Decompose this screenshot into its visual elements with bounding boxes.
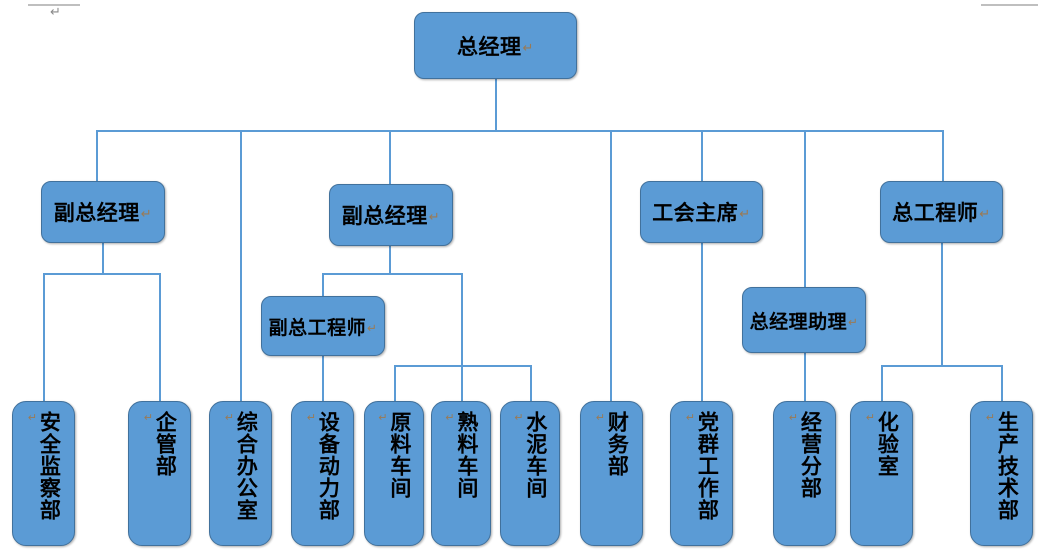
node-chief-engineer-label: 总工程师↵ — [892, 201, 991, 225]
connector-vp1-to-enterprise-mgmt — [159, 273, 161, 402]
node-safety-supervision-dept[interactable]: 安全监察部↵ — [12, 401, 75, 546]
node-production-technology-dept-label: 生产技术部↵ — [985, 411, 1020, 521]
node-party-work-dept[interactable]: 党群工作部↵ — [670, 401, 733, 546]
node-business-branch-label: 经营分部↵ — [788, 411, 823, 499]
node-union-chairman[interactable]: 工会主席↵ — [640, 181, 763, 243]
connector-union-chair-to-party-work — [701, 243, 703, 402]
node-enterprise-management-dept[interactable]: 企管部↵ — [128, 401, 191, 546]
connector-workshop-bus — [394, 365, 532, 367]
node-deputy-general-manager-1[interactable]: 副总经理↵ — [41, 181, 165, 243]
connector-bus-to-general-office — [240, 130, 242, 402]
connector-chief-engineer-bus — [881, 365, 1003, 367]
node-deputy-general-manager-2[interactable]: 副总经理↵ — [329, 184, 453, 246]
node-laboratory[interactable]: 化验室↵ — [850, 401, 913, 546]
connector-bus-to-union-chair — [701, 130, 703, 181]
connector-root-stem — [495, 78, 497, 132]
node-gm-assistant-label: 总经理助理↵ — [749, 311, 859, 333]
node-deputy-general-manager-2-label: 副总经理↵ — [341, 204, 441, 228]
connector-vp2-stem — [389, 246, 391, 274]
connector-bus-to-gm-assistant — [804, 130, 806, 287]
node-deputy-chief-engineer[interactable]: 副总工程师↵ — [261, 296, 385, 356]
node-general-manager-label: 总经理↵ — [457, 34, 534, 59]
connector-workshop-to-clinker — [461, 365, 463, 402]
node-gm-assistant[interactable]: 总经理助理↵ — [742, 287, 866, 353]
connector-gm-assistant-to-business-branch — [804, 353, 806, 402]
node-general-office[interactable]: 综合办公室↵ — [209, 401, 272, 546]
connector-vp1-stem — [102, 243, 104, 274]
connector-main-bus — [96, 130, 944, 132]
node-equipment-power-dept-label: 设备动力部↵ — [306, 411, 341, 521]
node-general-office-label: 综合办公室↵ — [224, 411, 259, 521]
stray-paragraph-mark: ↵ — [50, 5, 61, 20]
node-party-work-dept-label: 党群工作部↵ — [685, 411, 720, 521]
connector-vp2-to-deputy-chief-engineer — [322, 273, 324, 296]
node-deputy-chief-engineer-label: 副总工程师↵ — [268, 317, 378, 339]
node-deputy-general-manager-1-label: 副总经理↵ — [53, 201, 153, 225]
node-chief-engineer[interactable]: 总工程师↵ — [880, 181, 1003, 243]
connector-bus-to-chief-engineer — [942, 130, 944, 181]
margin-crop-mark-top-right — [981, 4, 1038, 6]
node-laboratory-label: 化验室↵ — [865, 411, 900, 477]
connector-chief-engineer-to-lab — [881, 365, 883, 402]
node-clinker-workshop-label: 熟料车间↵ — [445, 411, 479, 499]
margin-crop-mark-top-left — [28, 4, 80, 6]
node-safety-supervision-dept-label: 安全监察部↵ — [27, 411, 62, 521]
node-finance-dept[interactable]: 财务部↵ — [580, 401, 643, 546]
connector-workshop-to-raw-material — [394, 365, 396, 402]
node-finance-dept-label: 财务部↵ — [595, 411, 630, 477]
connector-workshop-to-cement — [530, 365, 532, 402]
node-enterprise-management-dept-label: 企管部↵ — [143, 411, 178, 477]
node-production-technology-dept[interactable]: 生产技术部↵ — [970, 401, 1033, 546]
connector-vp2-to-workshop-bus — [461, 273, 463, 366]
connector-vp2-bus — [322, 273, 463, 275]
connector-bus-to-vp2 — [389, 130, 391, 184]
connector-deputy-chief-engineer-to-equipment — [322, 356, 324, 402]
node-business-branch[interactable]: 经营分部↵ — [773, 401, 836, 546]
connector-vp1-bus — [43, 273, 161, 275]
node-general-manager[interactable]: 总经理↵ — [414, 12, 577, 79]
node-union-chairman-label: 工会主席↵ — [652, 201, 751, 225]
connector-bus-to-vp1 — [96, 130, 98, 181]
connector-vp1-to-safety — [43, 273, 45, 402]
connector-chief-engineer-to-production-tech — [1001, 365, 1003, 402]
node-equipment-power-dept[interactable]: 设备动力部↵ — [291, 401, 354, 546]
node-cement-workshop[interactable]: 水泥车间↵ — [500, 401, 560, 546]
connector-bus-to-finance — [610, 130, 612, 402]
node-raw-material-workshop-label: 原料车间↵ — [378, 411, 412, 499]
node-raw-material-workshop[interactable]: 原料车间↵ — [364, 401, 424, 546]
node-cement-workshop-label: 水泥车间↵ — [514, 411, 548, 499]
node-clinker-workshop[interactable]: 熟料车间↵ — [431, 401, 491, 546]
connector-chief-engineer-stem — [941, 243, 943, 366]
